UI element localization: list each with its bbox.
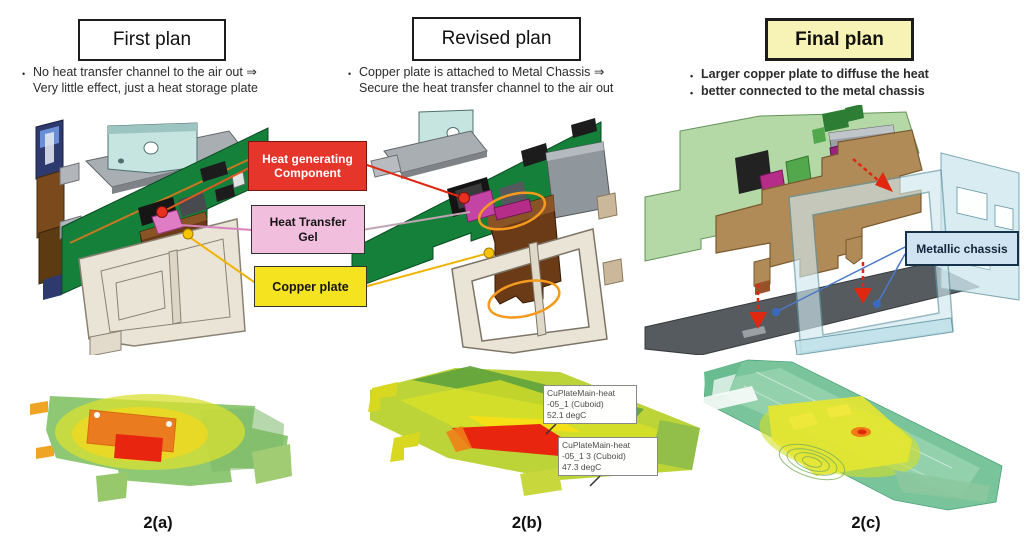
bullet-icon: • [22, 69, 26, 79]
copper-plate-label: Copper plate [254, 266, 367, 307]
highlight-ellipse-bottom [487, 279, 561, 319]
thermal-result-final-plan [700, 359, 1003, 511]
hot-spot [452, 424, 572, 456]
revised-plan-title: Revised plan [441, 28, 552, 49]
heat-component-marker-dot [458, 192, 470, 204]
revised-plan-bullet-line1: Copper plate is attached to Metal Chassi… [359, 65, 605, 79]
heat-transfer-gel-label: Heat Transfer Gel [251, 205, 365, 254]
fan-rings [778, 443, 846, 481]
final-plan-title-box: Final plan [765, 18, 914, 61]
revised-plan-bullet: • Copper plate is attached to Metal Chas… [348, 64, 668, 96]
revised-plan-title-box: Revised plan [412, 17, 581, 61]
first-plan-title-box: First plan [78, 19, 226, 61]
final-plan-notes: • Larger copper plate to diffuse the hea… [690, 67, 1010, 101]
thermal-callout-1: CuPlateMain-heat -05_1 (Cuboid) 52.1 deg… [543, 385, 637, 424]
bullet-icon: • [348, 69, 352, 79]
revised-plan-bullet-line2: Secure the heat transfer channel to the … [359, 81, 614, 95]
copper-marker-dot [483, 247, 495, 259]
heat-flow-arrows [749, 158, 893, 329]
heat-component-marker-dot [156, 206, 168, 218]
heat-generating-component-label: Heat generating Component [248, 141, 367, 191]
final-plan-exploded-view [644, 105, 1020, 355]
caption-2c: 2(c) [851, 514, 881, 532]
revised-plan-notes: • Copper plate is attached to Metal Chas… [348, 64, 668, 96]
hot-spot [114, 434, 163, 462]
bullet-icon: • [690, 71, 694, 81]
thermal-result-first-plan [30, 394, 292, 502]
bullet-icon: • [690, 88, 694, 98]
metallic-chassis-label: Metallic chassis [905, 231, 1019, 266]
final-plan-title: Final plan [795, 28, 884, 50]
final-plan-bullet-2: • better connected to the metal chassis [690, 84, 1010, 101]
highlight-ellipse-top [477, 191, 547, 231]
first-plan-bullet-line1: No heat transfer channel to the air out … [33, 65, 257, 79]
cad-exploded-views [35, 105, 1020, 355]
first-plan-exploded-view [35, 119, 269, 355]
thermal-result-revised-plan [368, 366, 700, 496]
final-plan-bullet-2-text: better connected to the metal chassis [701, 84, 925, 98]
caption-2b: 2(b) [511, 514, 543, 532]
first-plan-bullet-line2: Very little effect, just a heat storage … [33, 81, 258, 95]
copper-marker-dot [182, 228, 194, 240]
revised-plan-exploded-view [351, 109, 624, 354]
first-plan-notes: • No heat transfer channel to the air ou… [22, 64, 332, 96]
first-plan-title: First plan [112, 29, 192, 50]
thermal-callout-2: CuPlateMain-heat -05_1 3 (Cuboid) 47.3 d… [558, 437, 658, 476]
final-plan-bullet-1-text: Larger copper plate to diffuse the heat [701, 67, 929, 81]
thermal-simulation-results [30, 359, 1003, 511]
caption-2a: 2(a) [143, 514, 173, 532]
first-plan-bullet: • No heat transfer channel to the air ou… [22, 64, 332, 96]
final-plan-bullet-1: • Larger copper plate to diffuse the hea… [690, 67, 1010, 84]
